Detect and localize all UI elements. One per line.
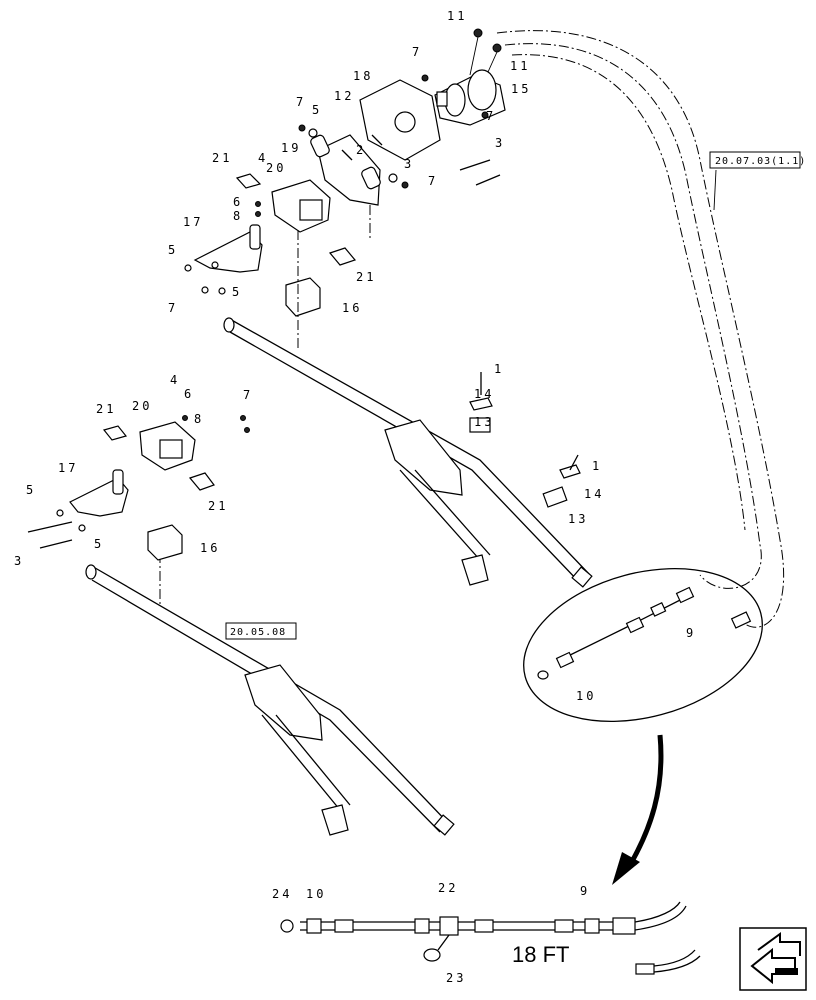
callout-20: 20: [266, 161, 286, 175]
lower-mount-group: [27, 415, 250, 549]
callout-16: 16: [200, 541, 220, 555]
callout-9: 9: [580, 884, 590, 898]
lower-pivot-arm: [244, 664, 351, 836]
callout-7: 7: [168, 301, 178, 315]
upper-frame-tube: [223, 317, 593, 588]
detail-ellipse: [523, 567, 763, 723]
callout-5: 5: [26, 483, 36, 497]
callout-16: 16: [342, 301, 362, 315]
callout-5: 5: [94, 537, 104, 551]
callout-1: 1: [494, 362, 504, 376]
callout-20: 20: [132, 399, 152, 413]
channel-16-lower: [147, 524, 183, 561]
callout-21: 21: [208, 499, 228, 513]
callout-21: 21: [356, 270, 376, 284]
callout-3: 3: [14, 554, 24, 568]
callout-5: 5: [168, 243, 178, 257]
fitting-11b: [492, 43, 502, 53]
callout-13: 13: [474, 415, 494, 429]
refbox-frame-frame: [225, 622, 297, 640]
callout-21: 21: [212, 151, 232, 165]
callout-18: 18: [353, 69, 373, 83]
refbox-frame: 20.05.08: [230, 627, 286, 638]
callout-11: 11: [447, 9, 467, 23]
callout-3: 3: [404, 157, 414, 171]
callout-8: 8: [194, 412, 204, 426]
callout-17: 17: [58, 461, 78, 475]
callout-24: 24: [272, 887, 292, 901]
callout-7: 7: [486, 109, 496, 123]
hydraulic-motor: [434, 28, 506, 126]
navigation-arrow-icon[interactable]: [739, 927, 807, 991]
callout-4: 4: [258, 151, 268, 165]
callout-8: 8: [233, 209, 243, 223]
hose-ref-leader: [713, 169, 717, 211]
callout-15: 15: [511, 82, 531, 96]
refbox-hose: 20.07.03(1.1): [715, 156, 806, 167]
callout-7: 7: [243, 388, 253, 402]
top-hardware: [298, 74, 501, 189]
callout-14: 14: [584, 487, 604, 501]
upper-mount-group: [184, 173, 357, 295]
callout-1: 1: [592, 459, 602, 473]
callout-10: 10: [576, 689, 596, 703]
callout-7: 7: [412, 45, 422, 59]
hydraulic-hose-loop: [496, 30, 785, 628]
bottom-hose-assembly: [280, 901, 701, 975]
callout-11: 11: [510, 59, 530, 73]
callout-17: 17: [183, 215, 203, 229]
callout-9: 9: [686, 626, 696, 640]
callout-3: 3: [495, 136, 505, 150]
callout-4: 4: [170, 373, 180, 387]
clamp-hardware: [469, 372, 581, 508]
callout-5: 5: [232, 285, 242, 299]
detail-arrowhead: [612, 852, 640, 885]
callout-12: 12: [334, 89, 354, 103]
callout-14: 14: [474, 387, 494, 401]
callout-7: 7: [296, 95, 306, 109]
callout-13: 13: [568, 512, 588, 526]
callout-21: 21: [96, 402, 116, 416]
upper-pivot-arm: [384, 419, 491, 586]
refbox-hose-frame: [709, 151, 801, 169]
callout-6: 6: [233, 195, 243, 209]
callout-22: 22: [438, 881, 458, 895]
fitting-11a: [473, 28, 483, 38]
lower-frame-tube: [85, 564, 455, 836]
callout-6: 6: [184, 387, 194, 401]
callout-19: 19: [281, 141, 301, 155]
callout-10: 10: [306, 887, 326, 901]
motor-mount-bracket: [310, 79, 441, 206]
callout-23: 23: [446, 971, 466, 985]
callout-7: 7: [428, 174, 438, 188]
detail-hose-parts: [537, 586, 752, 680]
channel-16-upper: [285, 277, 321, 317]
callout-2: 2: [356, 143, 366, 157]
callout-5: 5: [312, 103, 322, 117]
length-label: 18 FT: [512, 942, 569, 967]
detail-arrow: [627, 734, 664, 867]
